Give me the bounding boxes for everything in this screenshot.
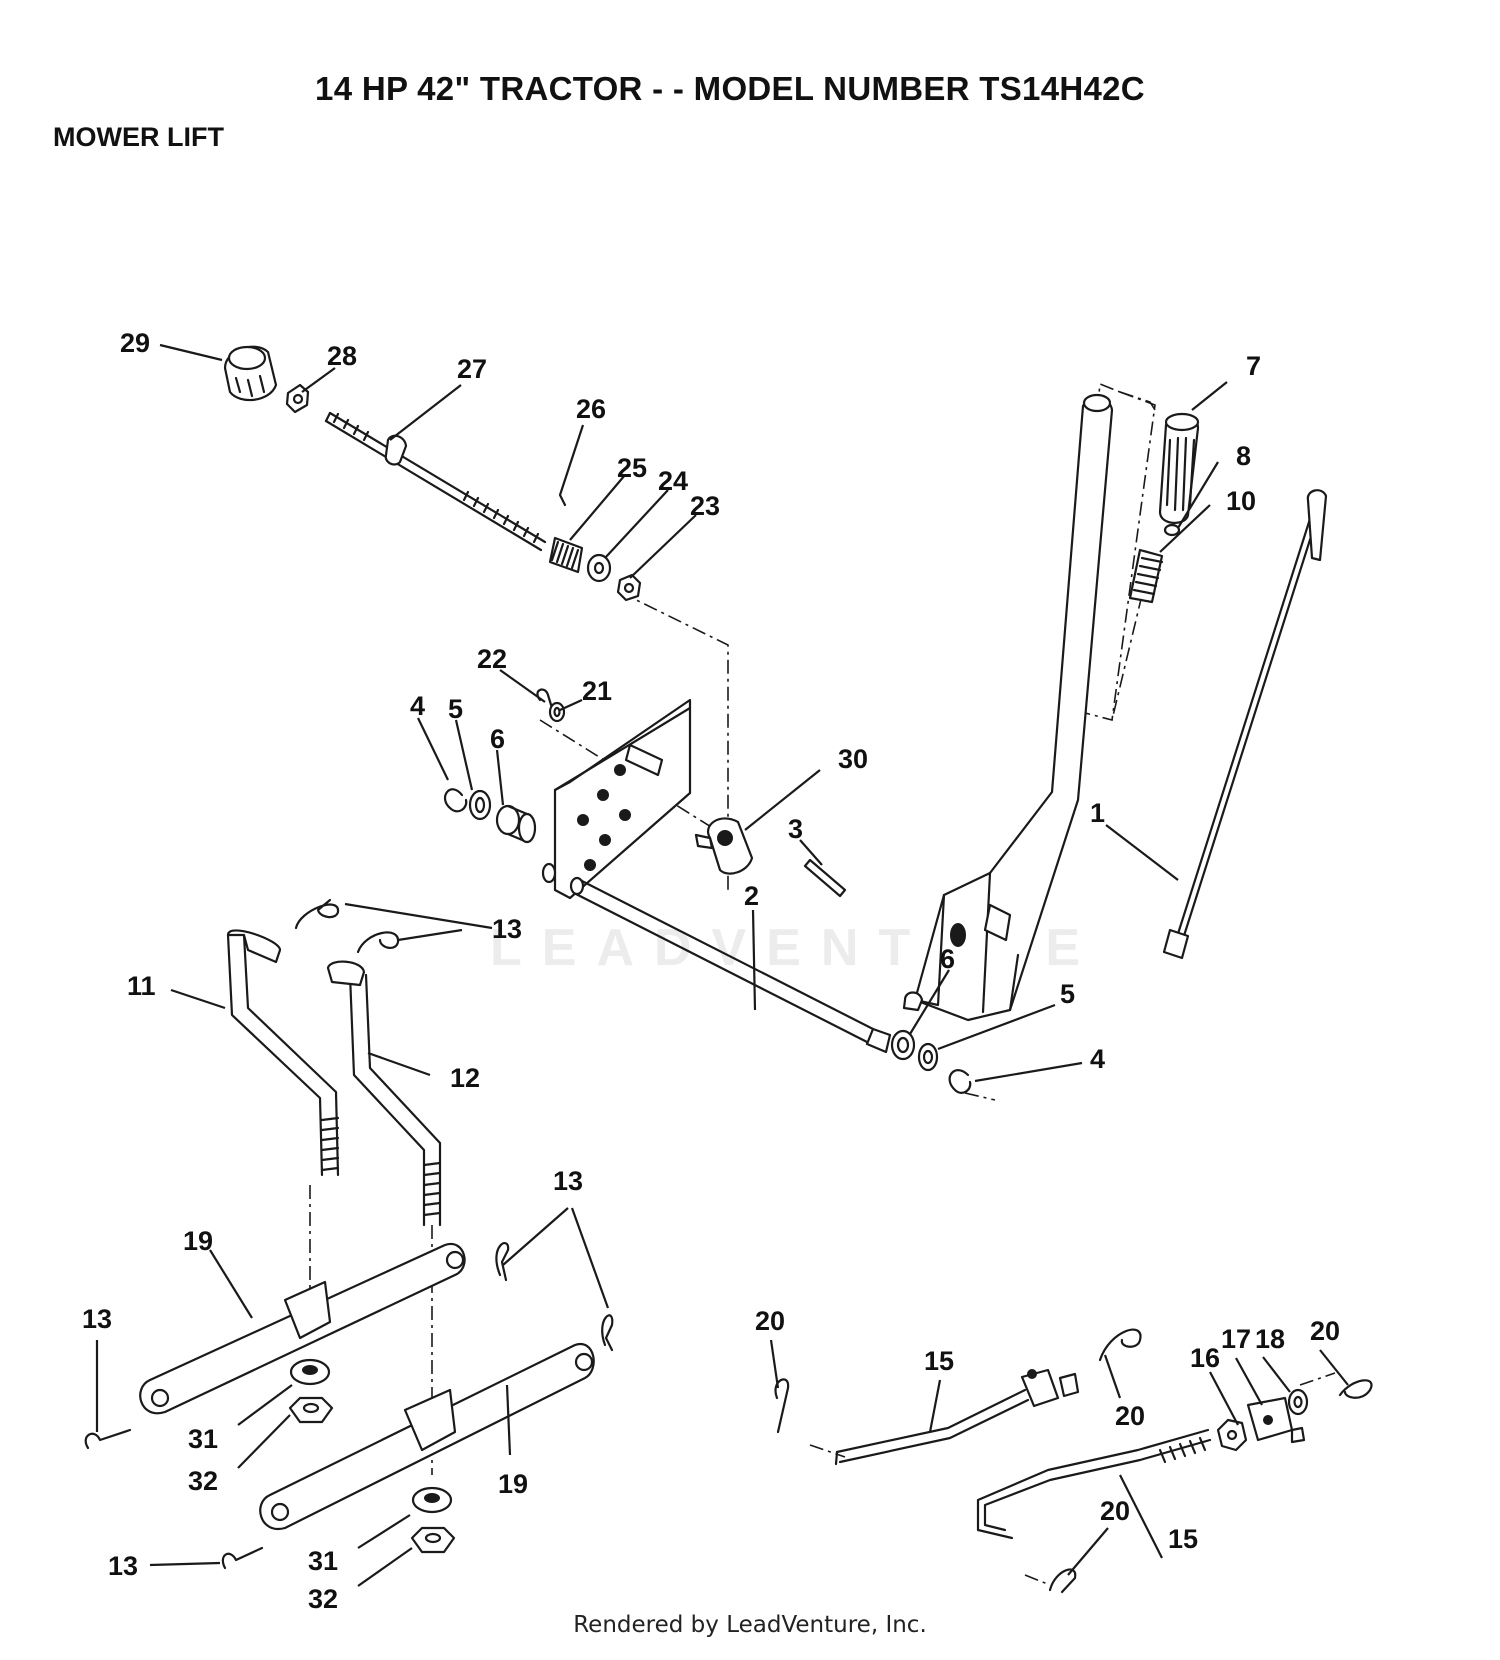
hairpin-13-c — [495, 1242, 510, 1282]
callout-15-upper: 15 — [924, 1346, 954, 1376]
hairpin-13-e — [84, 1428, 132, 1450]
callout-31-upper: 31 — [188, 1424, 218, 1454]
callout-23: 23 — [690, 491, 720, 521]
lift-handle — [902, 393, 1114, 1022]
trunnion-17 — [1246, 1396, 1306, 1444]
washer-5-left — [468, 789, 492, 821]
callout-31-lower: 31 — [308, 1546, 338, 1576]
callout-20-right: 20 — [1310, 1316, 1340, 1346]
callout-27: 27 — [457, 354, 487, 384]
washer-18 — [1287, 1388, 1309, 1416]
callout-22: 22 — [477, 644, 507, 674]
callout-2: 2 — [744, 881, 759, 911]
hairpin-13-d — [601, 1314, 614, 1352]
render-credit: Rendered by LeadVenture, Inc. — [573, 1612, 927, 1638]
callout-1: 1 — [1090, 798, 1105, 828]
callout-20-mid: 20 — [1115, 1401, 1145, 1431]
callout-6-right: 6 — [940, 944, 955, 974]
callout-28: 28 — [327, 341, 357, 371]
lift-arm-19-upper — [139, 1242, 466, 1415]
rod-15-upper — [834, 1368, 1080, 1466]
hairpin-13-b — [356, 931, 400, 954]
section-title: MOWER LIFT — [53, 122, 224, 152]
callout-25: 25 — [617, 453, 647, 483]
callout-13-right: 13 — [553, 1166, 583, 1196]
hairpin-20-a — [774, 1378, 790, 1434]
bushing-6-right — [890, 1029, 916, 1061]
bushing-6-left — [495, 804, 537, 844]
callout-3: 3 — [788, 814, 803, 844]
clip-4-left — [444, 788, 468, 813]
trunnion-30 — [694, 817, 754, 875]
hairpin-13-f — [221, 1546, 264, 1570]
callout-32-upper: 32 — [188, 1466, 218, 1496]
callout-10: 10 — [1226, 486, 1256, 516]
callout-19-upper: 19 — [183, 1226, 213, 1256]
callout-7: 7 — [1246, 351, 1261, 381]
callout-21: 21 — [582, 676, 612, 706]
nut-23 — [616, 573, 642, 602]
button-8 — [1163, 523, 1181, 537]
lift-link-11 — [226, 929, 340, 1177]
callout-12: 12 — [450, 1063, 480, 1093]
grip-7 — [1158, 412, 1200, 524]
spring-10 — [1128, 548, 1164, 604]
bushing-31-lower — [411, 1486, 453, 1514]
callout-29: 29 — [120, 328, 150, 358]
callout-4-right: 4 — [1090, 1044, 1105, 1074]
hairpin-20-b — [1098, 1328, 1142, 1362]
nut-32-upper — [288, 1396, 334, 1424]
callout-11: 11 — [127, 971, 156, 1001]
callout-18: 18 — [1255, 1324, 1285, 1354]
callout-19-lower: 19 — [498, 1469, 528, 1499]
spring-25 — [548, 536, 584, 574]
callout-13-bottom: 13 — [108, 1551, 138, 1581]
callout-labels: 29 28 27 26 25 24 23 7 8 10 22 21 4 5 6 … — [82, 328, 1340, 1614]
lift-arm-19-lower — [259, 1342, 595, 1531]
page-title: 14 HP 42" TRACTOR - - MODEL NUMBER TS14H… — [315, 70, 1145, 107]
hairpin-20-d — [1048, 1568, 1077, 1594]
leader-lines — [95, 343, 1349, 1587]
knob-29 — [223, 345, 278, 402]
rod-1 — [1162, 489, 1328, 960]
pin-26 — [558, 493, 567, 507]
rod-15-lower — [976, 1428, 1212, 1540]
callout-13-left: 13 — [82, 1304, 112, 1334]
washer-21 — [548, 701, 566, 723]
hairpin-20-c — [1338, 1379, 1373, 1399]
washer-5-right — [917, 1042, 939, 1072]
callout-30: 30 — [838, 744, 868, 774]
callout-16: 16 — [1190, 1343, 1220, 1373]
clip-4-right — [948, 1069, 972, 1094]
nut-32-lower — [410, 1526, 456, 1554]
callout-20-left: 20 — [755, 1306, 785, 1336]
callout-13-top: 13 — [492, 914, 522, 944]
lift-link-12 — [326, 960, 442, 1227]
callout-26: 26 — [576, 394, 606, 424]
pivot-bracket — [553, 698, 692, 900]
callout-17: 17 — [1221, 1324, 1251, 1354]
washer-24 — [586, 553, 612, 583]
hairpin-13-a — [294, 898, 340, 930]
callout-24: 24 — [658, 466, 688, 496]
callout-8: 8 — [1236, 441, 1251, 471]
bushing-31-upper — [289, 1358, 331, 1386]
pivot-shaft-2 — [541, 862, 892, 1054]
nut-16 — [1216, 1418, 1248, 1452]
adjuster-rod-27 — [324, 411, 547, 552]
callout-4-left: 4 — [410, 691, 425, 721]
pin-3 — [803, 858, 847, 898]
callout-5-left: 5 — [448, 694, 463, 724]
callout-5-right: 5 — [1060, 979, 1075, 1009]
callout-15-lower: 15 — [1168, 1524, 1198, 1554]
callout-6-left: 6 — [490, 724, 505, 754]
callout-20-bottom: 20 — [1100, 1496, 1130, 1526]
callout-32-lower: 32 — [308, 1584, 338, 1614]
